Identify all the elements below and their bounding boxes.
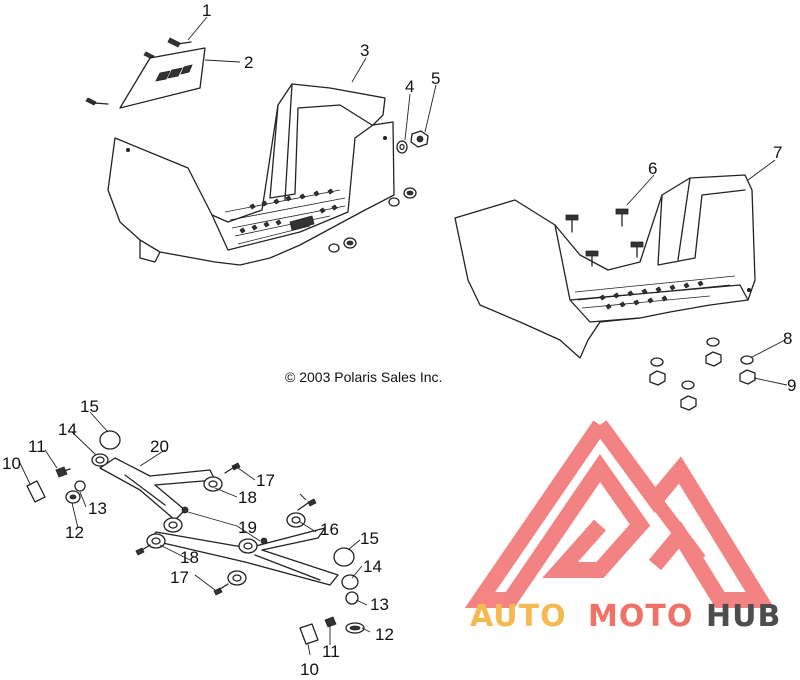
callout-17-upper: 17 xyxy=(256,471,275,490)
callout-9: 9 xyxy=(787,376,796,395)
washers-nuts-part-8-9 xyxy=(649,337,756,411)
left-footwell-part-3 xyxy=(107,83,417,266)
callout-18-lower: 18 xyxy=(180,548,199,567)
footrest-plate-part-2 xyxy=(119,47,206,109)
callout-14-lower: 14 xyxy=(363,557,382,576)
a-arm-assembly xyxy=(26,430,365,645)
callout-11-lower: 11 xyxy=(322,642,340,661)
callout-14-upper: 14 xyxy=(58,420,77,439)
brand-auto: AUTO xyxy=(470,599,567,634)
callout-1: 1 xyxy=(202,1,211,20)
callout-4: 4 xyxy=(405,77,414,96)
callout-12-lower: 12 xyxy=(375,625,394,644)
callout-3: 3 xyxy=(360,41,369,60)
leader-lines xyxy=(19,16,788,656)
callout-6: 6 xyxy=(648,159,657,178)
callout-12-upper: 12 xyxy=(65,523,84,542)
callout-16: 16 xyxy=(320,520,339,539)
bolts-part-6 xyxy=(565,208,644,267)
callout-20: 20 xyxy=(150,437,169,456)
callout-10-upper: 10 xyxy=(2,454,21,473)
callout-5: 5 xyxy=(431,69,440,88)
callout-13-lower: 13 xyxy=(370,595,389,614)
callout-19: 19 xyxy=(238,518,257,537)
callout-10-lower: 10 xyxy=(300,660,319,679)
automotohub-logo xyxy=(464,420,775,608)
callout-18-upper: 18 xyxy=(238,488,257,507)
callout-8: 8 xyxy=(783,329,792,348)
callout-7: 7 xyxy=(773,143,782,162)
nut-part-5 xyxy=(410,130,429,148)
callout-17-lower: 17 xyxy=(170,568,189,587)
callout-2: 2 xyxy=(244,53,253,72)
callout-13-upper: 13 xyxy=(88,499,107,518)
brand-hub: HUB xyxy=(706,599,781,634)
callout-15-upper: 15 xyxy=(80,397,99,416)
callout-11-upper: 11 xyxy=(28,437,46,456)
brand-moto: MOTO xyxy=(588,599,693,634)
copyright-notice: © 2003 Polaris Sales Inc. xyxy=(285,369,442,385)
automotohub-wordmark: AUTO MOTO HUB xyxy=(470,599,781,634)
callout-15-lower: 15 xyxy=(360,529,379,548)
washer-part-4 xyxy=(396,140,408,154)
right-footwell-part-7 xyxy=(454,174,756,359)
